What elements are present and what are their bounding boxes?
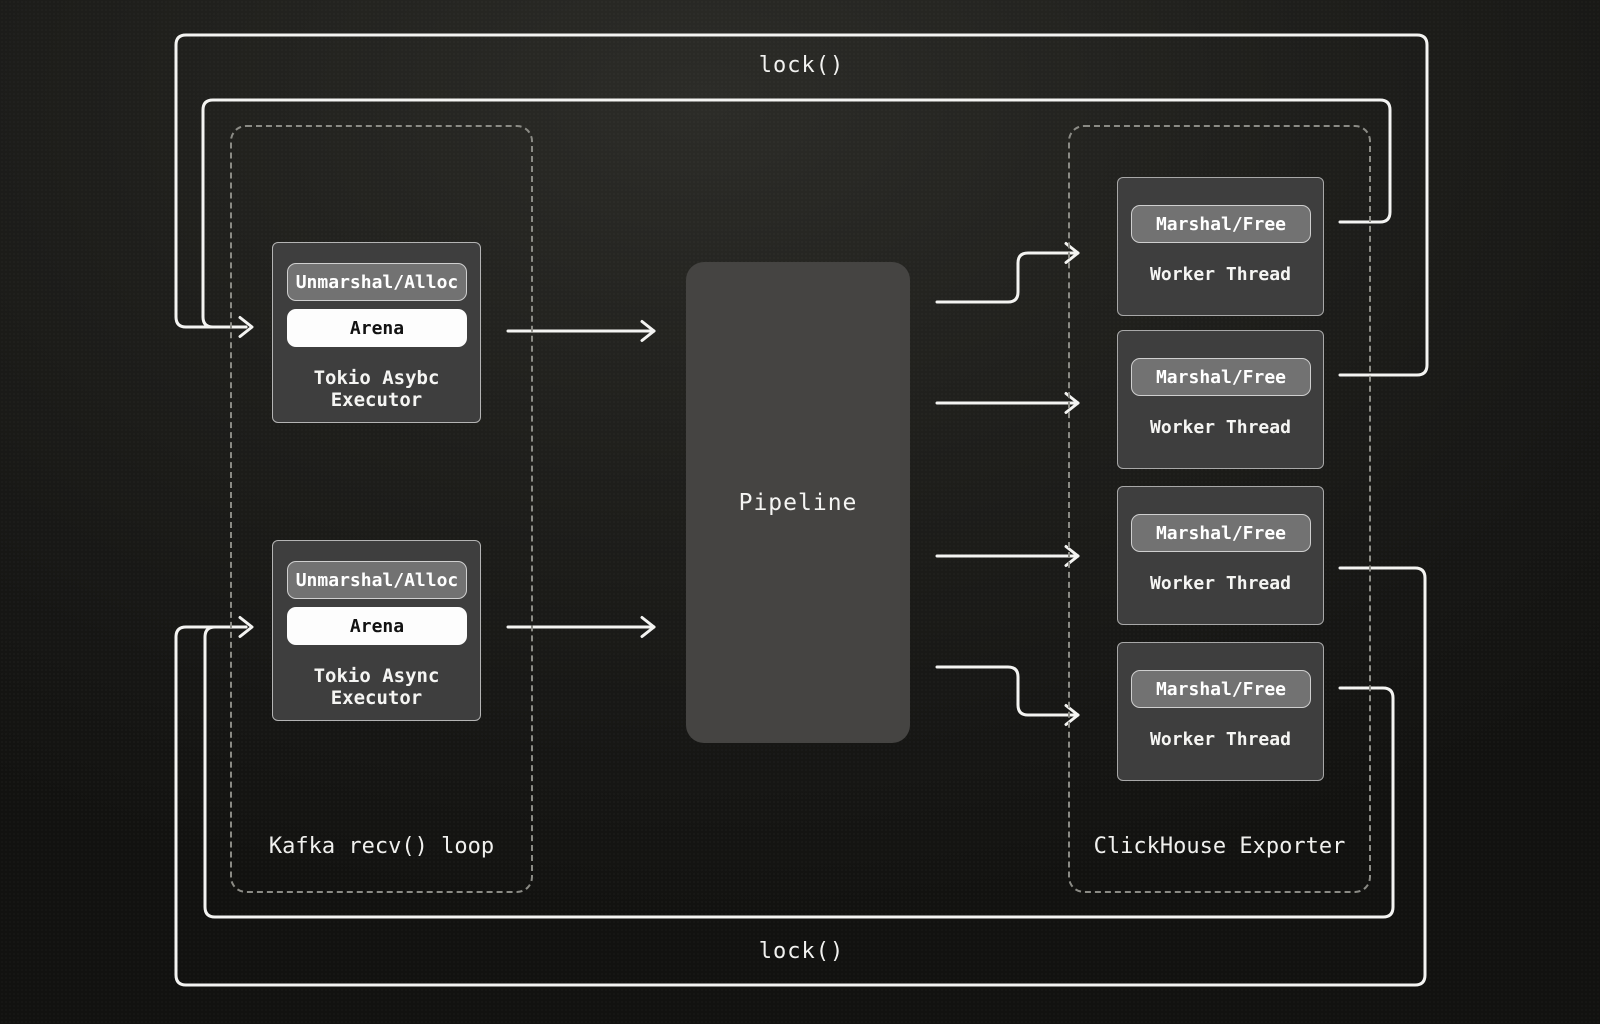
executor-caption: Tokio Async Executor bbox=[273, 665, 480, 709]
executor-box-1: Unmarshal/Alloc Arena Tokio Asybc Execut… bbox=[272, 242, 481, 423]
executor-caption-line2: Executor bbox=[330, 389, 423, 411]
pipeline-box: Pipeline bbox=[686, 262, 910, 743]
executor-caption-line1: Tokio Async bbox=[313, 665, 440, 687]
kafka-recv-loop-group: Kafka recv() loop bbox=[230, 125, 533, 893]
lock-loop-top-outer bbox=[174, 33, 1429, 377]
lock-loop-bottom-outer bbox=[174, 566, 1427, 987]
worker-thread-label: Worker Thread bbox=[1150, 729, 1291, 750]
arena-stage: Arena bbox=[287, 607, 467, 645]
lock-label-bottom: lock() bbox=[758, 939, 845, 964]
marshal-free-stage: Marshal/Free bbox=[1131, 670, 1311, 708]
executor-caption-line2: Executor bbox=[330, 687, 423, 709]
arena-stage: Arena bbox=[287, 309, 467, 347]
arrow-pipeline-to-worker-1 bbox=[935, 242, 1080, 304]
executor-box-2: Unmarshal/Alloc Arena Tokio Async Execut… bbox=[272, 540, 481, 721]
lock-loop-bottom-inner bbox=[203, 616, 1395, 919]
worker-thread-box-4: Marshal/Free Worker Thread bbox=[1117, 642, 1324, 781]
arrow-pipeline-to-worker-3 bbox=[935, 545, 1080, 567]
arrow-pipeline-to-worker-2 bbox=[935, 392, 1080, 414]
lock-label-top: lock() bbox=[758, 53, 845, 78]
marshal-free-stage: Marshal/Free bbox=[1131, 205, 1311, 243]
marshal-free-stage: Marshal/Free bbox=[1131, 358, 1311, 396]
clickhouse-group-caption: ClickHouse Exporter bbox=[1093, 834, 1346, 859]
marshal-free-stage: Marshal/Free bbox=[1131, 514, 1311, 552]
arrow-pipeline-to-worker-4 bbox=[935, 665, 1080, 726]
worker-thread-box-1: Marshal/Free Worker Thread bbox=[1117, 177, 1324, 316]
kafka-group-caption: Kafka recv() loop bbox=[268, 834, 495, 859]
unmarshal-alloc-stage: Unmarshal/Alloc bbox=[287, 561, 467, 599]
worker-thread-box-2: Marshal/Free Worker Thread bbox=[1117, 330, 1324, 469]
executor-caption-line1: Tokio Asybc bbox=[313, 367, 440, 389]
arrowhead-into-executor-2 bbox=[238, 616, 254, 638]
worker-thread-label: Worker Thread bbox=[1150, 573, 1291, 594]
executor-caption: Tokio Asybc Executor bbox=[273, 367, 480, 411]
lock-loop-top-inner bbox=[201, 98, 1392, 338]
worker-thread-label: Worker Thread bbox=[1150, 417, 1291, 438]
clickhouse-exporter-group: ClickHouse Exporter bbox=[1068, 125, 1371, 893]
worker-thread-box-3: Marshal/Free Worker Thread bbox=[1117, 486, 1324, 625]
unmarshal-alloc-stage: Unmarshal/Alloc bbox=[287, 263, 467, 301]
worker-thread-label: Worker Thread bbox=[1150, 264, 1291, 285]
arrowhead-into-executor-1 bbox=[238, 316, 254, 338]
